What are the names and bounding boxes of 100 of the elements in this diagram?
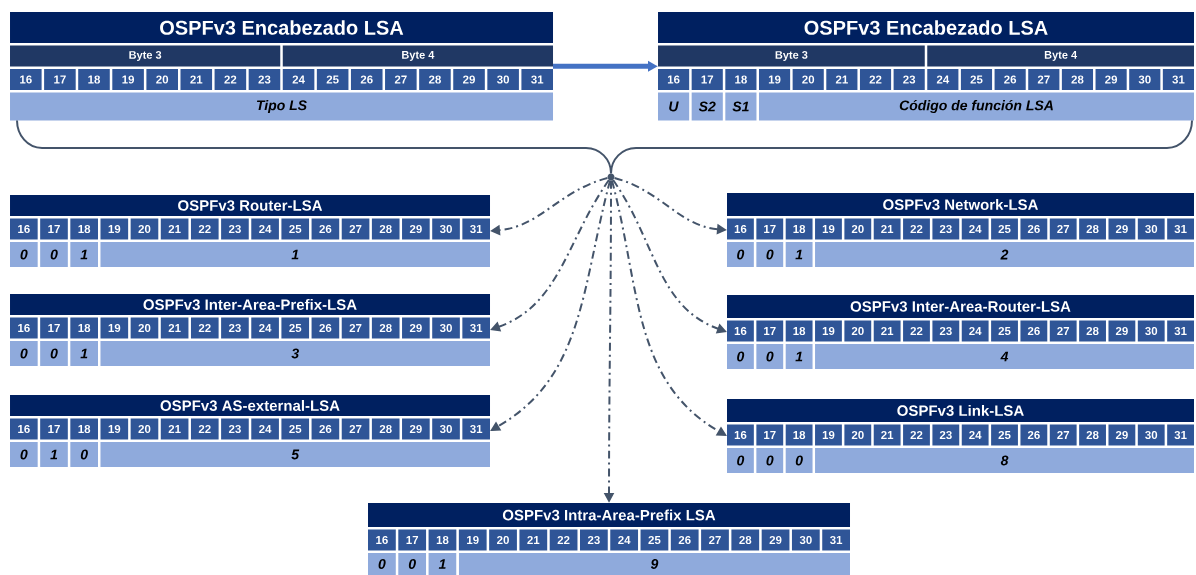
bit-number: 24 bbox=[961, 320, 989, 342]
bit-number: 27 bbox=[1049, 218, 1077, 240]
bit-number: 18 bbox=[785, 320, 813, 342]
bit-number: 27 bbox=[1049, 424, 1077, 446]
brace-line bbox=[610, 119, 1193, 175]
dash-dot-arrow bbox=[610, 179, 727, 436]
bit-number: 21 bbox=[873, 424, 901, 446]
field-value: 1 bbox=[100, 242, 490, 267]
field-value: 0 bbox=[727, 242, 754, 267]
field-value: 2 bbox=[815, 242, 1194, 267]
bit-number: 29 bbox=[453, 69, 485, 90]
bit-number: 16 bbox=[10, 317, 38, 339]
field-value: 1 bbox=[785, 344, 813, 369]
bit-number: 18 bbox=[70, 418, 98, 440]
bit-number: 30 bbox=[1129, 69, 1161, 90]
bit-number: 17 bbox=[40, 418, 68, 440]
bit-number: 17 bbox=[398, 529, 427, 551]
bit-number: 20 bbox=[146, 69, 178, 90]
bit-number: 26 bbox=[1020, 320, 1048, 342]
bit-number: 17 bbox=[44, 69, 76, 90]
title-bar: OSPFv3 Inter-Area-Prefix-LSA bbox=[10, 294, 490, 315]
bit-number: 21 bbox=[160, 317, 189, 339]
field-value: 8 bbox=[815, 448, 1194, 473]
bit-number: 28 bbox=[1079, 218, 1106, 240]
bit-number: 17 bbox=[756, 424, 784, 446]
bit-number: 26 bbox=[994, 69, 1026, 90]
bit-number: 26 bbox=[670, 529, 699, 551]
dash-dot-arrow bbox=[490, 179, 612, 431]
bit-number: 25 bbox=[991, 320, 1018, 342]
bit-number: 22 bbox=[903, 320, 930, 342]
bit-number: 24 bbox=[251, 218, 279, 240]
bit-number: 20 bbox=[844, 218, 872, 240]
bit-number: 30 bbox=[791, 529, 820, 551]
bit-number: 25 bbox=[281, 418, 310, 440]
bit-number: 28 bbox=[1079, 320, 1106, 342]
title-bar: OSPFv3 AS-external-LSA bbox=[10, 395, 490, 416]
bit-number: 27 bbox=[341, 418, 370, 440]
bit-number: 23 bbox=[932, 218, 960, 240]
bit-number: 24 bbox=[251, 418, 279, 440]
bit-number: 16 bbox=[727, 218, 754, 240]
field-value: 1 bbox=[785, 242, 813, 267]
bit-number: 28 bbox=[371, 418, 400, 440]
bit-number: 25 bbox=[640, 529, 669, 551]
bit-number: 21 bbox=[519, 529, 548, 551]
bit-number: 25 bbox=[991, 424, 1018, 446]
bit-number: 24 bbox=[927, 69, 959, 90]
bit-number: 28 bbox=[1061, 69, 1094, 90]
bit-number: 22 bbox=[903, 424, 930, 446]
bit-number: 23 bbox=[221, 317, 249, 339]
bit-number: 23 bbox=[221, 218, 249, 240]
title-bar: OSPFv3 Network-LSA bbox=[727, 193, 1194, 216]
bit-number: 28 bbox=[419, 69, 451, 90]
bit-number: 25 bbox=[960, 69, 993, 90]
bit-number: 17 bbox=[40, 218, 68, 240]
bit-number: 29 bbox=[1095, 69, 1127, 90]
bit-number: 24 bbox=[610, 529, 639, 551]
byte-label: Byte 4 bbox=[927, 45, 1194, 67]
bit-number: 29 bbox=[1108, 424, 1136, 446]
bit-number: 26 bbox=[311, 418, 340, 440]
bit-number: 28 bbox=[1079, 424, 1106, 446]
bit-number: 16 bbox=[727, 320, 754, 342]
bit-number: 31 bbox=[521, 69, 553, 90]
bit-number: 27 bbox=[385, 69, 417, 90]
bit-number: 28 bbox=[371, 317, 400, 339]
bit-number: 19 bbox=[458, 529, 487, 551]
bit-number: 29 bbox=[402, 317, 430, 339]
bit-number: 18 bbox=[725, 69, 757, 90]
bit-number: 29 bbox=[1108, 218, 1136, 240]
field-value: 3 bbox=[100, 341, 490, 366]
title-bar: OSPFv3 Encabezado LSA bbox=[10, 12, 553, 43]
bit-number: 31 bbox=[462, 418, 490, 440]
title-bar: OSPFv3 Router-LSA bbox=[10, 195, 490, 216]
bit-number: 19 bbox=[815, 320, 842, 342]
byte-label: Byte 3 bbox=[10, 45, 281, 67]
bit-number: 16 bbox=[10, 69, 42, 90]
bit-number: 21 bbox=[873, 320, 901, 342]
bit-number: 19 bbox=[100, 218, 129, 240]
title-bar: OSPFv3 Inter-Area-Router-LSA bbox=[727, 295, 1194, 318]
bit-number: 16 bbox=[10, 418, 38, 440]
bit-number: 21 bbox=[873, 218, 901, 240]
bit-number: 31 bbox=[1167, 218, 1194, 240]
bit-number: 31 bbox=[1167, 320, 1194, 342]
bit-number: 23 bbox=[248, 69, 281, 90]
field-value: 0 bbox=[756, 242, 784, 267]
bit-number: 30 bbox=[432, 317, 460, 339]
bit-number: 31 bbox=[822, 529, 850, 551]
bit-number: 17 bbox=[40, 317, 68, 339]
bit-number: 30 bbox=[432, 418, 460, 440]
bit-number: 22 bbox=[190, 418, 219, 440]
bit-number: 22 bbox=[549, 529, 578, 551]
bit-number: 17 bbox=[756, 218, 784, 240]
bit-number: 16 bbox=[727, 424, 754, 446]
bit-number: 24 bbox=[282, 69, 315, 90]
bit-number: 24 bbox=[251, 317, 279, 339]
bit-number: 27 bbox=[1028, 69, 1060, 90]
bit-number: 27 bbox=[701, 529, 729, 551]
bit-number: 19 bbox=[100, 418, 129, 440]
field-value: 1 bbox=[70, 341, 98, 366]
bit-number: 16 bbox=[368, 529, 396, 551]
bit-number: 23 bbox=[221, 418, 249, 440]
